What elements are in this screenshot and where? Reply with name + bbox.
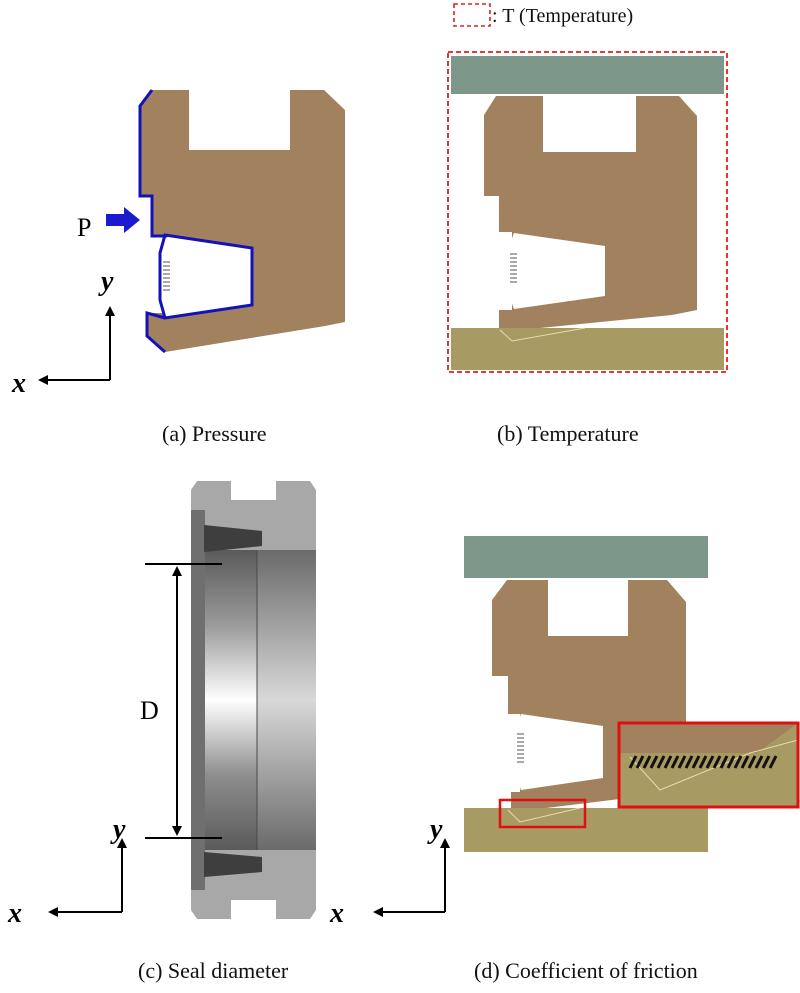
x-axis-label-a: x [11,368,26,399]
legend-dashed-box-icon [453,3,491,27]
ring-groove-bottom [204,852,262,877]
bottom-plate-b [451,328,724,370]
temperature-boundary-box [447,51,728,373]
y-axis-label-d: y [427,814,443,845]
contact-mark-d [507,807,581,823]
ring-inner-bore [205,550,257,850]
ring-outer-band [257,550,316,850]
axes-d: y x [329,814,450,929]
friction-hatch-icon [628,755,778,769]
y-axis-label-a: y [98,266,114,297]
contact-mark-b [499,327,586,342]
diameter-symbol: D [140,696,159,725]
x-axis-label-d: x [329,898,344,929]
spring-coil-d [517,733,524,763]
panel-b-temperature: (b) Temperature [447,51,728,446]
spring-groove-b [508,233,605,309]
pressure-boundary-upper [138,89,167,238]
spring-groove-d [515,714,603,790]
spring-coil-a [163,261,170,291]
pressure-arrow-icon [106,207,140,233]
y-axis-label-c: y [110,814,126,845]
ring-groove-top [204,525,262,552]
temperature-legend: : T (Temperature) [453,3,633,27]
x-axis-label-c: x [7,898,22,929]
friction-contact-box [498,798,587,829]
pressure-symbol: P [77,213,91,242]
panel-c-seal-diameter: D y x (c) Seal diameter [7,481,316,983]
panel-d-friction: y x (d) Coefficient of friction [329,536,800,983]
axes-c: y x [7,814,127,929]
legend-temperature-label: : T (Temperature) [492,5,633,27]
ring-face-left [191,510,205,890]
panel-a-pressure: P y x (a) Pressure [11,89,345,446]
caption-d: (d) Coefficient of friction [474,958,698,983]
caption-c: (c) Seal diameter [138,958,289,983]
caption-b: (b) Temperature [497,421,639,446]
spring-groove-a [158,233,254,320]
axes-a: y x [11,266,115,399]
top-plate-d [464,536,708,578]
top-plate-b [451,56,724,94]
pressure-boundary-lower [145,311,166,354]
friction-zoom-inset [617,721,800,809]
spring-coil-b [510,253,517,283]
caption-a: (a) Pressure [162,421,266,446]
